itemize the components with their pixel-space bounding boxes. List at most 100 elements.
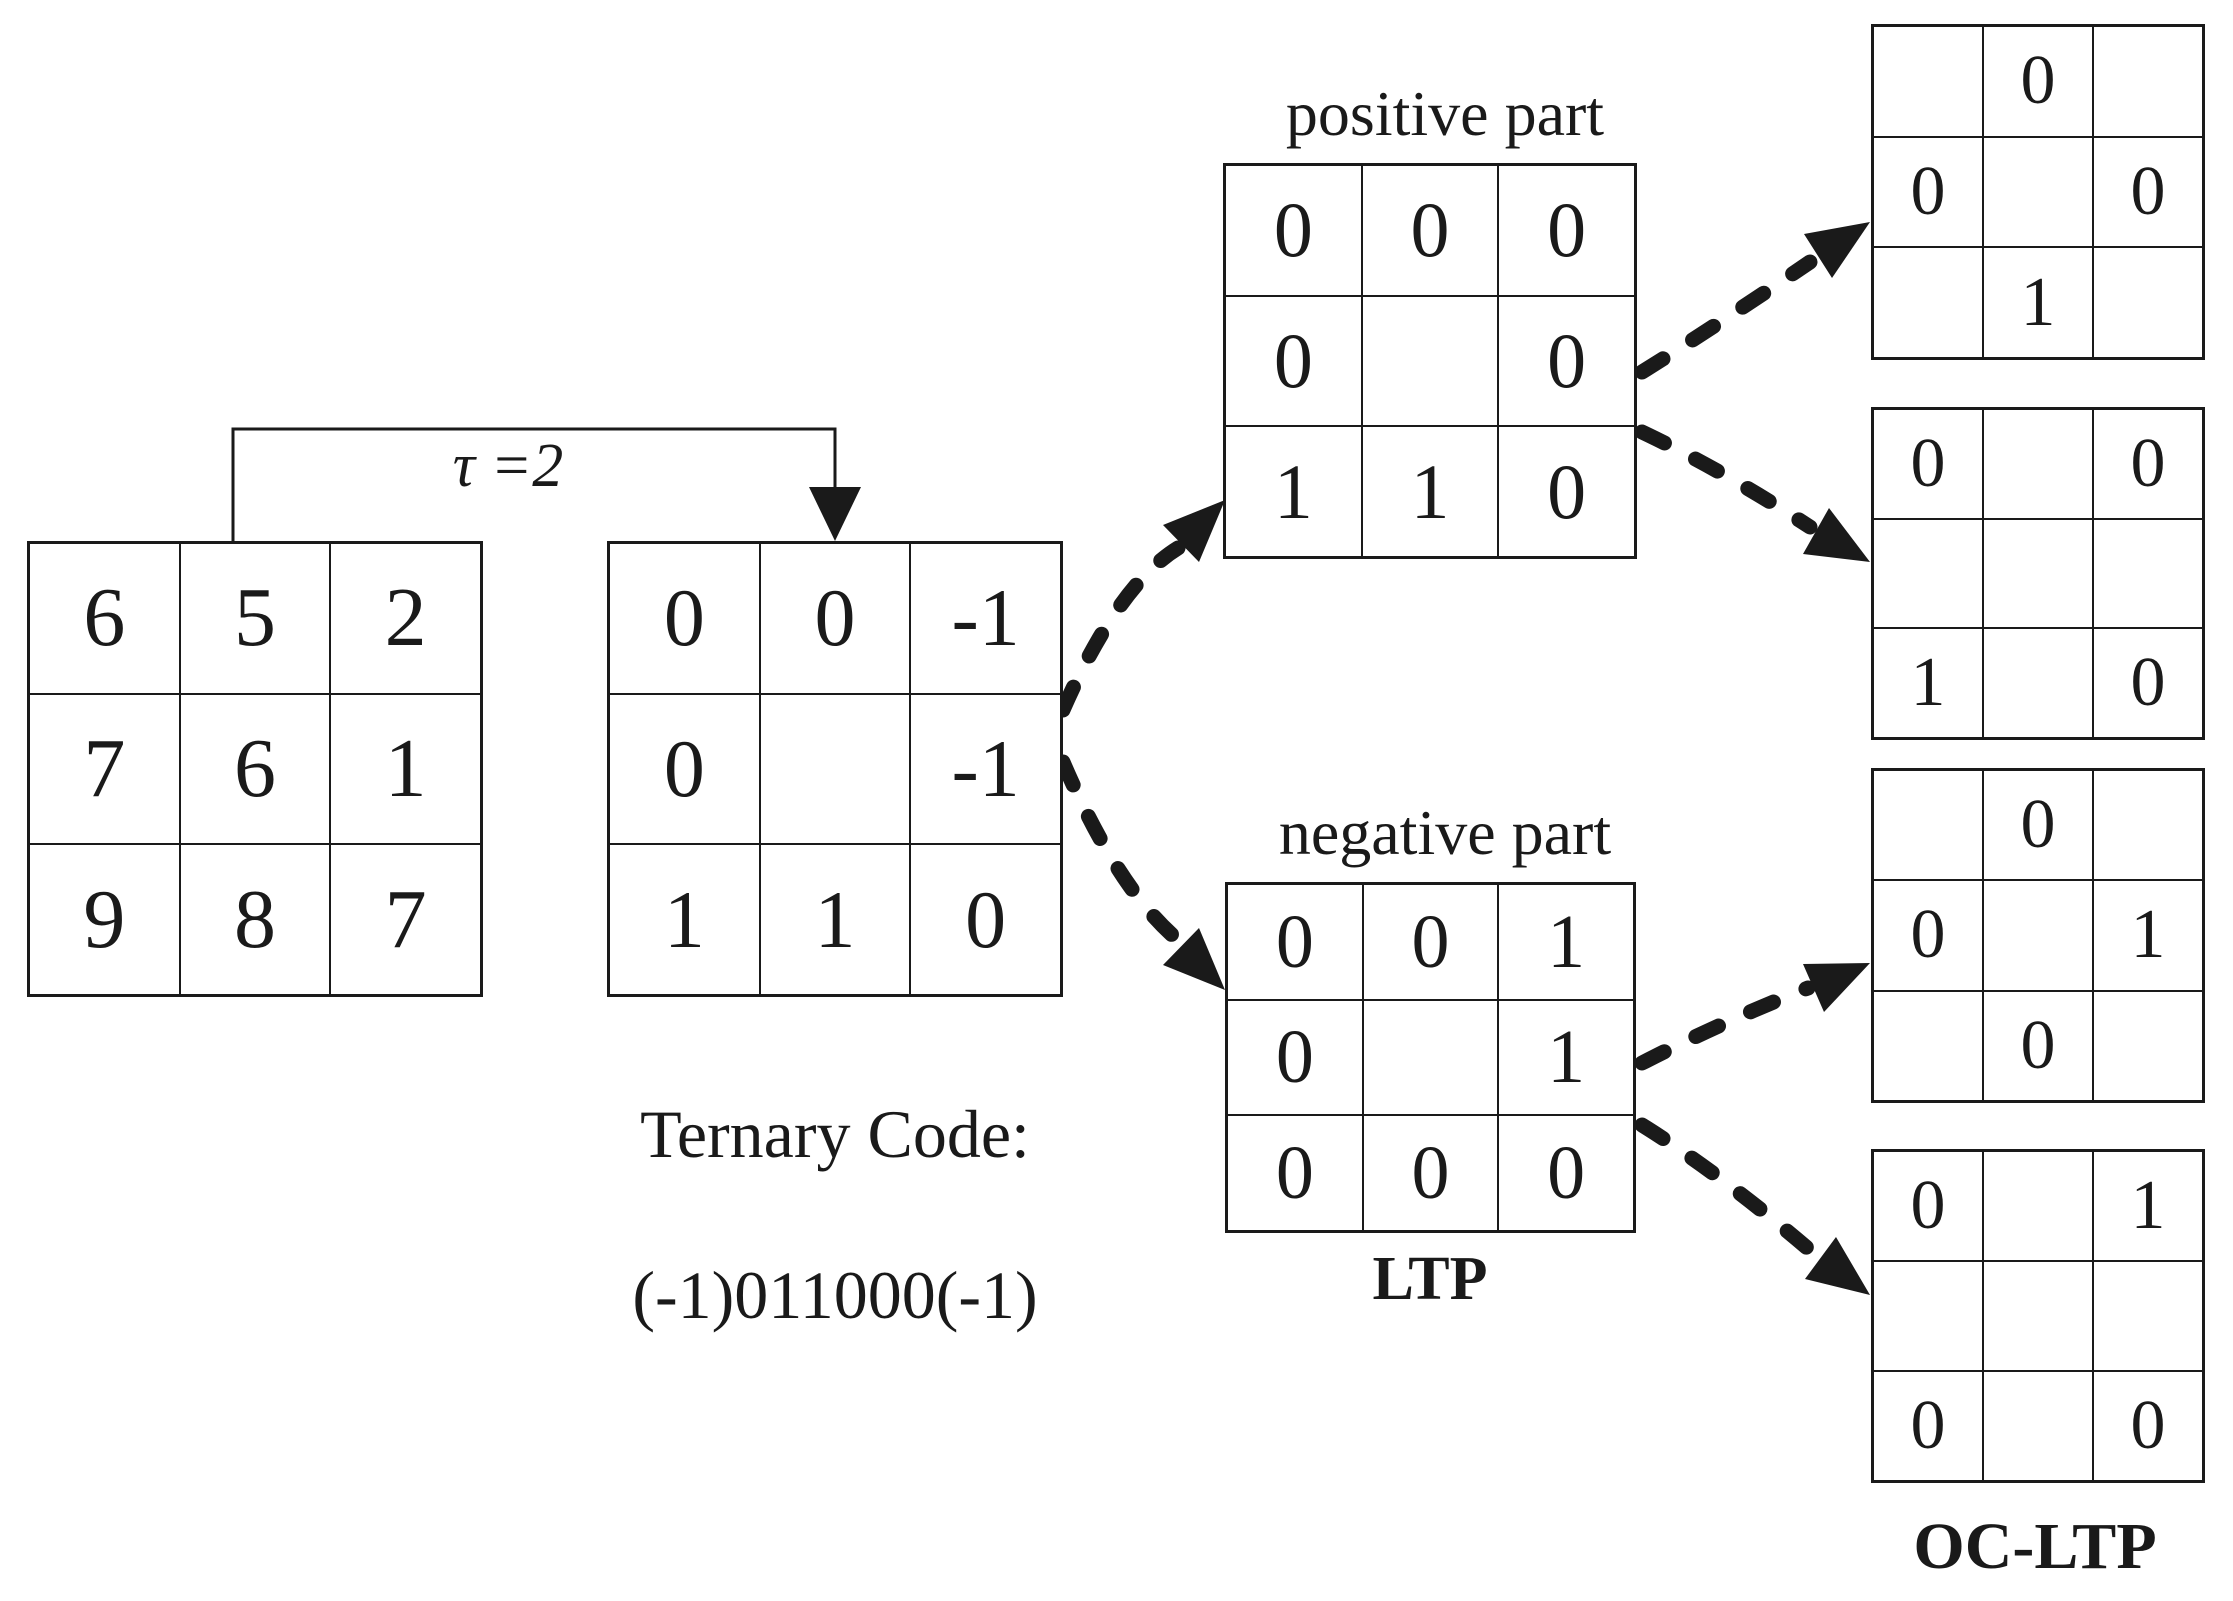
matrix-cell xyxy=(1983,628,2093,738)
matrix-cell: 0 xyxy=(910,844,1061,995)
matrix-cell xyxy=(1361,295,1499,427)
matrix-cell: 0 xyxy=(1873,880,1983,991)
matrix-cell: 1 xyxy=(1873,628,1983,738)
matrix-cell: 1 xyxy=(759,844,911,995)
arrowhead-ternary-to-negative-icon xyxy=(1163,928,1225,990)
matrix-cell: 1 xyxy=(609,844,760,995)
matrix-cell: 6 xyxy=(179,693,331,845)
ternary-caption: Ternary Code: (-1)011000(-1) xyxy=(560,1014,1110,1415)
matrix-cell: 1 xyxy=(1361,426,1499,557)
negative-part-label: negative part xyxy=(1278,797,1612,868)
matrix-cell: 0 xyxy=(1873,1151,1983,1261)
positive-part-label: positive part xyxy=(1285,78,1605,149)
matrix-cell: 0 xyxy=(1983,770,2093,881)
matrix-cell: 0 xyxy=(1227,999,1363,1116)
arrowhead-positive-to-oc1-icon xyxy=(1804,222,1870,278)
matrix-cell: 0 xyxy=(1873,1371,1983,1481)
matrix-cell xyxy=(2093,518,2203,629)
matrix-cell xyxy=(1983,880,2093,991)
matrix-cell xyxy=(1983,1261,2093,1371)
arrow-ternary-to-negative xyxy=(1055,754,1186,948)
arrow-positive-to-oc2 xyxy=(1634,424,1818,535)
matrix-cell xyxy=(1873,990,1983,1101)
matrix-cell: 6 xyxy=(29,543,180,694)
matrix-cell: 2 xyxy=(330,543,481,694)
arrowhead-negative-to-oc4-icon xyxy=(1805,1237,1870,1295)
matrix-cell: 0 xyxy=(2093,628,2203,738)
arrow-positive-to-oc1 xyxy=(1634,254,1818,380)
matrix-cell: 0 xyxy=(1227,1115,1363,1231)
matrix-cell: 0 xyxy=(1362,1115,1499,1231)
matrix-cell: -1 xyxy=(910,693,1061,845)
matrix-cell: 0 xyxy=(1498,295,1635,427)
oc-ltp-label: OC-LTP xyxy=(1913,1510,2157,1583)
matrix-cell xyxy=(1983,136,2093,248)
matrix-cell xyxy=(1873,770,1983,881)
matrix-cell xyxy=(1873,518,1983,629)
matrix-cell xyxy=(2093,1261,2203,1371)
matrix-cell: 7 xyxy=(29,693,180,845)
matrix-cell: 0 xyxy=(2093,136,2203,248)
arrow-ternary-to-positive xyxy=(1055,540,1186,718)
matrix-cell xyxy=(2093,990,2203,1101)
matrix-cell: 8 xyxy=(179,844,331,995)
matrix-cell: 0 xyxy=(2093,1371,2203,1481)
matrix-cell: 0 xyxy=(609,543,760,694)
matrix-cell: 0 xyxy=(1225,165,1362,296)
matrix-cell: 0 xyxy=(1983,990,2093,1101)
matrix-cell: 5 xyxy=(179,543,331,694)
arrowhead-ternary-to-positive-icon xyxy=(1163,500,1225,562)
matrix-cell: 1 xyxy=(1498,884,1634,1000)
matrix-cell: 0 xyxy=(1498,426,1635,557)
matrix-cell: 1 xyxy=(1983,247,2093,358)
matrix-cell: 0 xyxy=(1225,295,1362,427)
ternary-caption-line1: Ternary Code: xyxy=(640,1096,1030,1173)
matrix-cell: -1 xyxy=(910,543,1061,694)
matrix-cell xyxy=(1873,26,1983,137)
matrix-cell xyxy=(759,693,911,845)
matrix-cell: 9 xyxy=(29,844,180,995)
matrix-cell: 0 xyxy=(1361,165,1499,296)
arrowhead-negative-to-oc3-icon xyxy=(1803,963,1870,1012)
matrix-cell xyxy=(2093,247,2203,358)
matrix-cell: 0 xyxy=(2093,409,2203,519)
threshold-label: τ =2 xyxy=(452,432,564,500)
matrix-cell: 1 xyxy=(1498,999,1634,1116)
arrowhead-positive-to-oc2-icon xyxy=(1803,508,1870,562)
matrix-cell: 0 xyxy=(1983,26,2093,137)
matrix-cell: 0 xyxy=(1227,884,1363,1000)
arrow-negative-to-oc4 xyxy=(1634,1117,1820,1260)
matrix-cell xyxy=(1983,1151,2093,1261)
matrix-cell xyxy=(1362,999,1499,1116)
matrix-cell xyxy=(2093,26,2203,137)
matrix-cell: 1 xyxy=(2093,880,2203,991)
threshold-arrowhead-icon xyxy=(809,487,861,541)
matrix-cell xyxy=(2093,770,2203,881)
matrix-cell: 0 xyxy=(1362,884,1499,1000)
arrow-negative-to-oc3 xyxy=(1634,980,1816,1071)
matrix-cell: 1 xyxy=(1225,426,1362,557)
matrix-cell: 0 xyxy=(1498,1115,1634,1231)
matrix-cell: 0 xyxy=(1498,165,1635,296)
matrix-cell xyxy=(1983,409,2093,519)
matrix-cell xyxy=(1873,1261,1983,1371)
matrix-cell xyxy=(1873,247,1983,358)
matrix-cell: 0 xyxy=(1873,136,1983,248)
matrix-cell xyxy=(1983,1371,2093,1481)
matrix-cell: 0 xyxy=(1873,409,1983,519)
matrix-cell: 1 xyxy=(2093,1151,2203,1261)
ltp-label: LTP xyxy=(1372,1245,1488,1313)
matrix-cell xyxy=(1983,518,2093,629)
ternary-caption-line2: (-1)011000(-1) xyxy=(632,1256,1038,1333)
matrix-cell: 7 xyxy=(330,844,481,995)
matrix-cell: 0 xyxy=(759,543,911,694)
